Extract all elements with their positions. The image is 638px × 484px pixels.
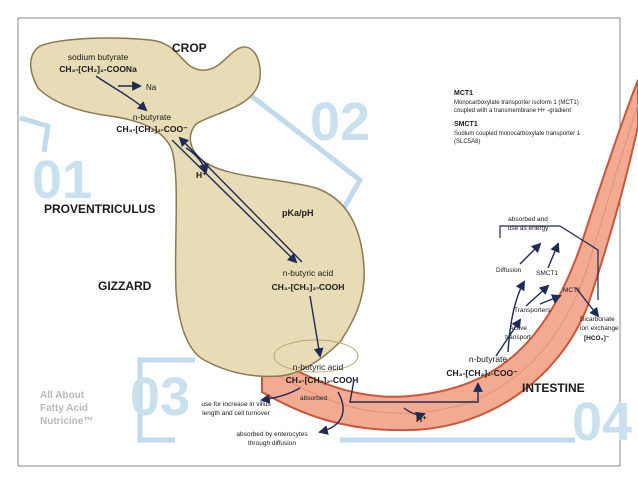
smct1-label: SMCT1 [536,270,558,277]
arrow-to-mct1 [539,294,562,305]
enterocytes-line-2: through diffusion [248,440,296,447]
crop-n-butyrate: n-butyrate [133,112,172,122]
arrow-to-bicarbonate [575,287,600,318]
gizzard-acid: n-butyric acid [283,268,334,278]
bicarbonate-line-2: ion exchange [580,325,619,332]
label-intestine: INTESTINE [522,381,585,395]
bracket-03 [137,357,195,443]
gizzard-outlet [273,339,359,373]
crop-na: Na [146,83,157,92]
section-number-02: 02 [310,92,370,152]
legend-smct1-desc-1: Sodium coupled monocarboxylate transport… [454,131,581,137]
crop-sodium-butyrate-formula: CH₃-[CH₂]₂-COONa [59,64,137,74]
arrow-smct1-up [547,242,560,269]
villus-line-2: length and cell turnover [202,410,270,417]
arrow-h-plus-crop [185,147,209,174]
intestine-acid: n-butyric acid [293,362,344,372]
label-proventriculus: PROVENTRICULUS [44,202,155,216]
intestine-acid-formula: CH₃-[CH₂]₂-COOH [286,375,359,385]
section-number-04: 04 [572,392,632,452]
legend-smct1-title: SMCT1 [454,121,478,128]
mct1-label: MCT1 [563,287,581,294]
brand-line-1: All About [40,390,85,401]
intestine-n-butyrate-formula: CH₃-[CH₂]₂-COO⁻ [446,368,518,378]
legend-mct1-desc-2: coupled with a transmembrane H+ -gradien… [454,108,571,114]
arrow-sodium-to-n-butyrate [95,75,148,112]
intestine-absorbed: absorbed [300,395,327,402]
arrow-diffusion [507,280,525,353]
crop-n-butyrate-formula: CH₃-[CH₂]₂-COO⁻ [116,124,188,134]
brand-line-2: Fatty Acid [40,403,88,414]
crop-h-plus: H⁺ [196,170,207,180]
arrow-to-smct1 [525,284,550,307]
arrow-intestine-h-plus [403,407,426,422]
legend-smct1-desc-2: (SLC5A8) [454,139,480,145]
bicarbonate-line-3: [HCO₃]⁻ [584,335,610,342]
arrow-to-energy [519,242,542,265]
villus-line-1: use for increase in villus [201,401,271,408]
arrow-to-enterocytes [318,391,344,435]
section-number-01: 01 [32,150,92,210]
label-gizzard: GIZZARD [98,279,152,293]
energy-line-1: absorbed and [508,216,548,223]
intestine-h-plus: H⁺ [416,414,427,424]
label-crop: CROP [172,41,207,55]
crop-sodium-butyrate: sodium butyrate [68,52,129,62]
bicarbonate-line-1: Bicarbonate [580,316,615,323]
transporters-label: Transporters [514,307,551,314]
arrow-to-transporters [495,318,522,357]
enterocytes-line-1: absorbed by enterocytes [236,431,308,438]
gizzard-pka-ph: pKa/pH [282,208,314,218]
bracket-01 [19,115,51,153]
brand-line-3: Nutricine™ [40,416,93,427]
intestine-inner-line [269,103,638,414]
arrow-acid-to-n-butyrate [349,379,483,403]
energy-bracket [499,225,599,300]
gizzard-acid-formula: CH₃-[CH₂]₂-COOH [272,282,345,292]
section-number-03: 03 [130,367,190,427]
crop-gizzard-organ [30,37,365,378]
arrow-gizzard-to-intestine [309,295,324,358]
arrow-gizzard-to-crop [178,136,303,263]
legend-mct1-desc-1: Monocarboxylate transporter isoform 1 (M… [454,100,579,106]
flow-arrows [95,75,600,435]
arrow-crop-to-gizzard [171,139,298,264]
diffusion-label: Diffusion [496,267,522,274]
intestine-tube [261,79,638,432]
outer-frame [17,17,621,467]
energy-line-2: use as energy [508,225,550,232]
intestine-n-butyrate: n-butyrate [469,354,508,364]
active-transport-line-2: transport [505,334,531,341]
arrow-absorbed-to-villus [260,387,301,404]
legend-mct1-title: MCT1 [454,90,473,97]
